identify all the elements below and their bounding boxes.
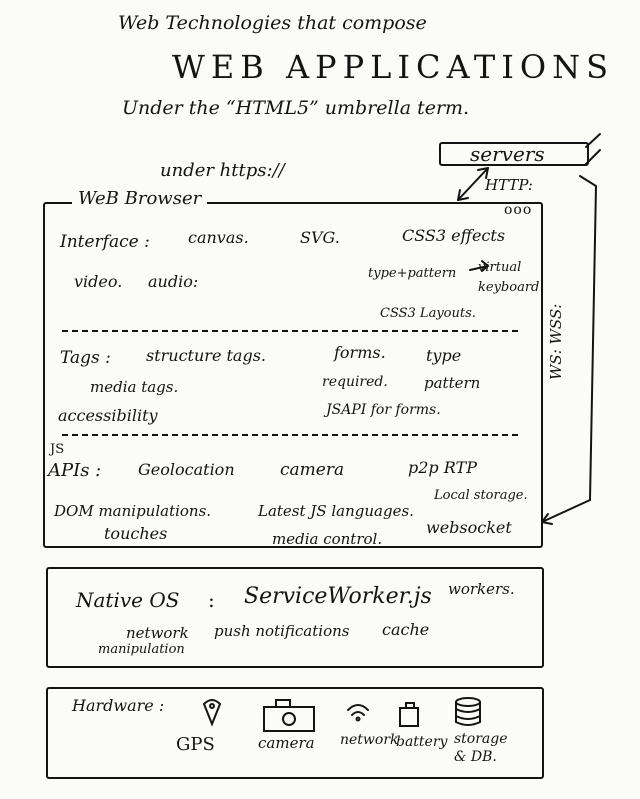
virtual-keyboard-arrow: [469, 260, 490, 272]
apis-item: Local storage.: [434, 488, 528, 503]
tags-item: media tags.: [90, 378, 179, 396]
database-icon: [455, 697, 481, 726]
interface-item: type+pattern: [368, 266, 457, 281]
section-divider: [62, 330, 518, 332]
interface-item: CSS3 Layouts.: [380, 306, 476, 321]
hardware-box: [46, 687, 544, 779]
hardware-label-network: network: [340, 732, 399, 748]
hardware-label-storage: storage & DB.: [454, 731, 508, 765]
title-line-2: WEB APPLICATIONS: [172, 48, 614, 86]
interface-heading: Interface :: [60, 232, 150, 252]
tags-item: forms.: [334, 343, 386, 362]
battery-icon: [399, 702, 419, 727]
hardware-heading: Hardware :: [72, 696, 165, 715]
native-item: push notifications: [214, 622, 350, 640]
tags-item: structure tags.: [146, 346, 266, 365]
apis-item: websocket: [426, 518, 512, 537]
camera-icon: [263, 699, 315, 732]
native-item: manipulation: [98, 642, 185, 657]
ws-connector: [541, 175, 598, 525]
http-label: HTTP:: [485, 176, 533, 194]
apis-item: media control.: [272, 530, 383, 548]
native-os-colon: :: [208, 588, 215, 612]
tags-item: pattern: [424, 374, 481, 392]
interface-item: virtual keyboard: [478, 260, 540, 295]
service-worker-label: ServiceWorker.js: [244, 584, 432, 609]
interface-item: audio:: [148, 272, 199, 291]
interface-item: SVG.: [300, 228, 340, 247]
apis-item: Latest JS languages.: [258, 502, 414, 520]
apis-item: camera: [280, 460, 345, 480]
native-item: cache: [382, 620, 430, 639]
browser-title: WeB Browser: [72, 188, 208, 209]
apis-item: p2p RTP: [408, 458, 477, 477]
interface-item: canvas.: [188, 228, 249, 247]
tags-item: accessibility: [58, 406, 158, 425]
section-divider: [62, 434, 518, 436]
interface-item: CSS3 effects: [402, 226, 506, 245]
apis-item: touches: [104, 524, 168, 543]
apis-item: DOM manipulations.: [54, 502, 212, 520]
title-line-3: Under the “HTML5” umbrella term.: [122, 97, 470, 119]
hardware-label-battery: battery: [396, 734, 448, 750]
browser-box: [43, 202, 543, 548]
tags-item: type: [426, 346, 462, 365]
interface-item: video.: [74, 272, 123, 291]
tags-heading: Tags :: [60, 348, 111, 368]
browser-over-label: under https://: [160, 160, 285, 181]
tags-item: JSAPI for forms.: [326, 402, 441, 418]
gps-pin-icon: [202, 699, 222, 727]
servers-box: [439, 142, 589, 166]
native-os-heading: Native OS: [76, 588, 180, 612]
wifi-icon: [347, 704, 369, 722]
servers-label: servers: [470, 142, 545, 166]
apis-item: Geolocation: [138, 460, 235, 479]
hardware-label-camera: camera: [258, 734, 315, 752]
http-arrow: [457, 167, 489, 201]
workers-label: workers.: [448, 580, 515, 598]
window-dots: ooo: [504, 202, 533, 218]
apis-heading: APIs :: [48, 460, 102, 481]
native-item: network: [126, 624, 189, 642]
apis-prefix: JS: [50, 442, 65, 457]
title-line-1: Web Technologies that compose: [118, 12, 427, 34]
servers-slash: [585, 133, 601, 148]
tags-item: required.: [322, 374, 388, 390]
servers-slash: [585, 149, 601, 165]
native-os-box: [46, 567, 544, 668]
hardware-label-gps: GPS: [176, 734, 215, 755]
